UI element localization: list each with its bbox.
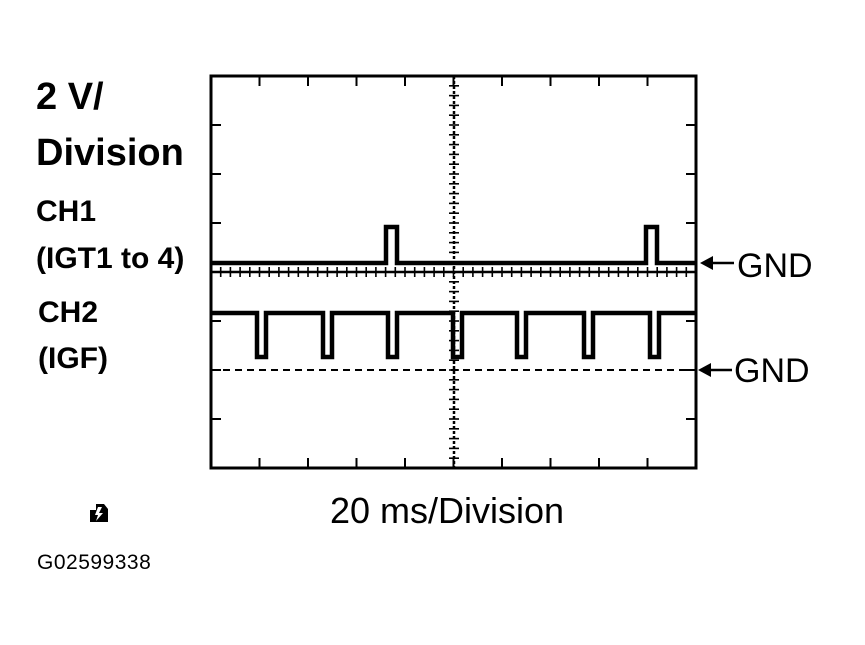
ch2-signal: (IGF) [38, 342, 108, 375]
ch1-ground-label: GND [737, 247, 813, 285]
vertical-scale-label-line2: Division [36, 132, 184, 174]
arrow-left-icon [700, 256, 734, 270]
vertical-scale-label: 2 V/ [36, 76, 104, 118]
ch2-waveform [211, 310, 696, 360]
ch2-ground-label: GND [734, 352, 810, 390]
arrow-left-icon [698, 363, 732, 377]
ch2-name: CH2 [38, 296, 99, 329]
ch1-waveform [211, 224, 696, 266]
bolt-badge-icon [90, 504, 108, 522]
horizontal-scale-label: 20 ms/Division [330, 490, 565, 531]
ch1-signal: (IGT1 to 4) [36, 242, 185, 275]
ch1-name: CH1 [36, 195, 97, 228]
figure-id: G02599338 [37, 551, 152, 574]
center-line-minor-ticks [219, 85, 688, 460]
